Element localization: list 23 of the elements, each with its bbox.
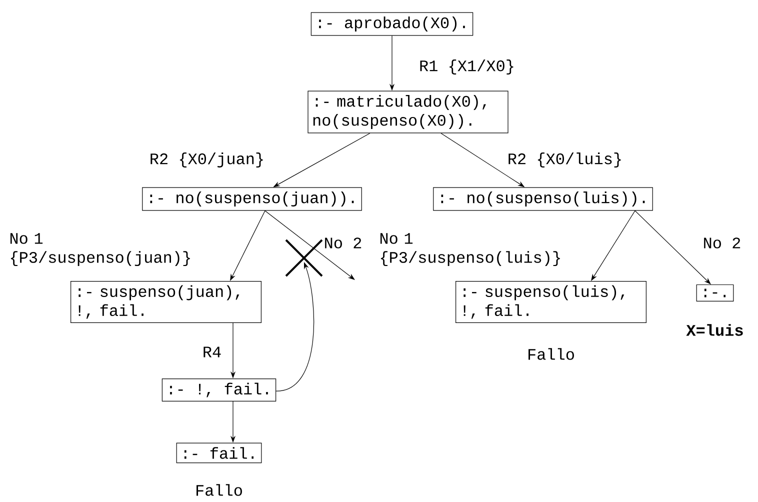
edge-label: No 1 {P3/suspenso(juan)} bbox=[8, 232, 202, 268]
edge-label: No 2 bbox=[322, 236, 364, 250]
result-label: Fallo bbox=[196, 484, 242, 496]
arrow bbox=[264, 210, 355, 280]
goal-box: :- aprobado(X0). bbox=[310, 12, 474, 36]
arrow bbox=[634, 210, 711, 284]
result-label: X=luis bbox=[686, 324, 743, 336]
arrow bbox=[591, 210, 636, 281]
edge-label: R2 {X0/luis} bbox=[506, 152, 624, 168]
edge-label: R2 {X0/juan} bbox=[148, 152, 266, 168]
goal-box: :- no(suspenso(luis)). bbox=[433, 187, 653, 211]
edge-label: No 1 {P3/suspenso(luis)} bbox=[378, 232, 572, 268]
goal-box: :- matriculado(X0), no(suspenso(X0)). bbox=[308, 90, 508, 134]
goal-box: :- !, fail. bbox=[162, 378, 276, 402]
goal-box: :- no(suspenso(juan)). bbox=[142, 187, 362, 211]
edge-label: R1 {X1/X0} bbox=[418, 58, 516, 76]
edge-label: R4 bbox=[201, 346, 223, 358]
result-label: Fallo bbox=[528, 348, 574, 360]
goal-box: :- suspenso(luis), !, fail. bbox=[456, 280, 646, 323]
goal-box: :-. bbox=[696, 284, 734, 302]
edge-label: No 2 bbox=[702, 236, 742, 250]
goal-box: :- fail. bbox=[176, 442, 262, 464]
goal-box: :- suspenso(juan), !, fail. bbox=[70, 280, 262, 323]
